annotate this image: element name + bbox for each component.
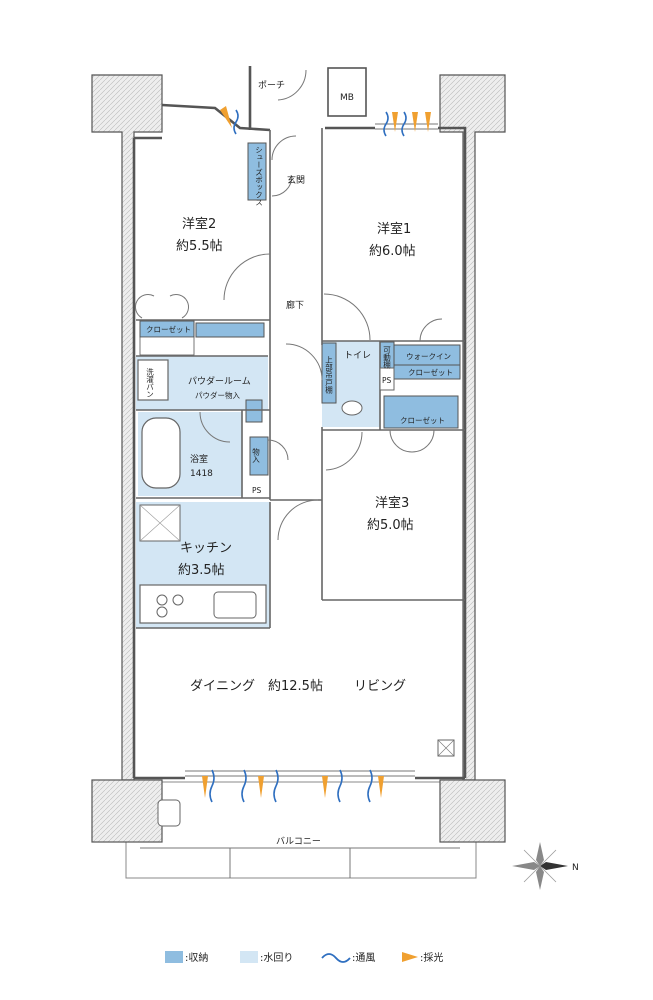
- upper-cabinet: [321, 342, 337, 404]
- powder-storage-label: パウダー物入: [195, 390, 240, 400]
- bath-size: 1418: [190, 469, 213, 479]
- legend-light-icon: [402, 952, 418, 962]
- walk-in-closet-label: クローゼット: [408, 367, 453, 377]
- upper-cabinet-label: 上部吊戸棚: [324, 356, 333, 395]
- closet-w2-label: クローゼット: [146, 324, 191, 334]
- living-label: リビング: [354, 679, 406, 694]
- storage-label: 物入: [251, 447, 260, 464]
- powder-shelf: [195, 322, 265, 338]
- doors: [134, 69, 443, 541]
- legend-water-swatch: [240, 951, 258, 963]
- shoe-box-label: シューズボックス: [254, 146, 263, 206]
- laundry-label: 洗濯パン: [145, 367, 154, 398]
- entrance-label: 玄関: [287, 174, 305, 186]
- hallway-label: 廊下: [286, 299, 304, 311]
- inner-walls: [136, 128, 465, 629]
- ps1-label: PS: [382, 376, 392, 385]
- ac-unit: [157, 799, 181, 827]
- powder-storage-box: [245, 399, 263, 423]
- dining-label: ダイニング: [190, 679, 255, 694]
- closet-western3: [383, 395, 459, 429]
- balcony-hatch: [125, 781, 477, 879]
- storage-box: [249, 436, 269, 476]
- bath-name: 浴室: [190, 453, 208, 465]
- western3-name: 洋室3: [375, 495, 409, 511]
- toilet-label: トイレ: [344, 351, 371, 361]
- legend-storage-text: :収納: [185, 951, 208, 964]
- western3-size: 約5.0帖: [367, 518, 414, 533]
- ventilation-waves: [209, 109, 407, 803]
- walk-in-label: ウォークイン: [406, 352, 451, 361]
- powder-room-label: パウダールーム: [188, 375, 251, 387]
- movable-shelf-label: 可動棚: [382, 346, 391, 370]
- ps-box-1: [379, 367, 395, 391]
- porch-label: ポーチ: [258, 80, 285, 91]
- north-label: N: [572, 863, 579, 873]
- toilet-bowl: [341, 400, 363, 416]
- kitchen-size: 約3.5帖: [178, 563, 225, 578]
- legend-storage-swatch: [165, 951, 183, 963]
- closet-w3-label: クローゼット: [400, 415, 445, 425]
- legend: [165, 951, 418, 963]
- western2-name: 洋室2: [182, 216, 216, 232]
- western2-size: 約5.5帖: [176, 239, 223, 254]
- kitchen-sink: [213, 591, 257, 619]
- closet-western2-lower: [139, 336, 195, 356]
- mb-box: [327, 67, 367, 117]
- shoe-box: [247, 142, 267, 201]
- compass: [512, 842, 568, 890]
- bathtub: [141, 417, 181, 489]
- daylight-arrows: [202, 106, 431, 798]
- ld-size: 約12.5帖: [268, 679, 323, 694]
- legend-water-text: :水回り: [260, 952, 293, 964]
- mb-label: MB: [340, 93, 354, 103]
- pillar-bottom-right: [439, 779, 506, 843]
- balcony-label: バルコニー: [276, 836, 321, 847]
- ps2-label: PS: [252, 486, 262, 495]
- kitchen-name: キッチン: [180, 541, 232, 556]
- pillar-bottom-left: [91, 779, 163, 843]
- legend-light-text: :採光: [420, 951, 443, 964]
- western1-size: 約6.0帖: [369, 244, 416, 259]
- western1-name: 洋室1: [377, 221, 411, 237]
- legend-vent-icon: [321, 953, 351, 963]
- legend-vent-text: :通風: [352, 952, 375, 964]
- laundry-pan: [137, 359, 169, 401]
